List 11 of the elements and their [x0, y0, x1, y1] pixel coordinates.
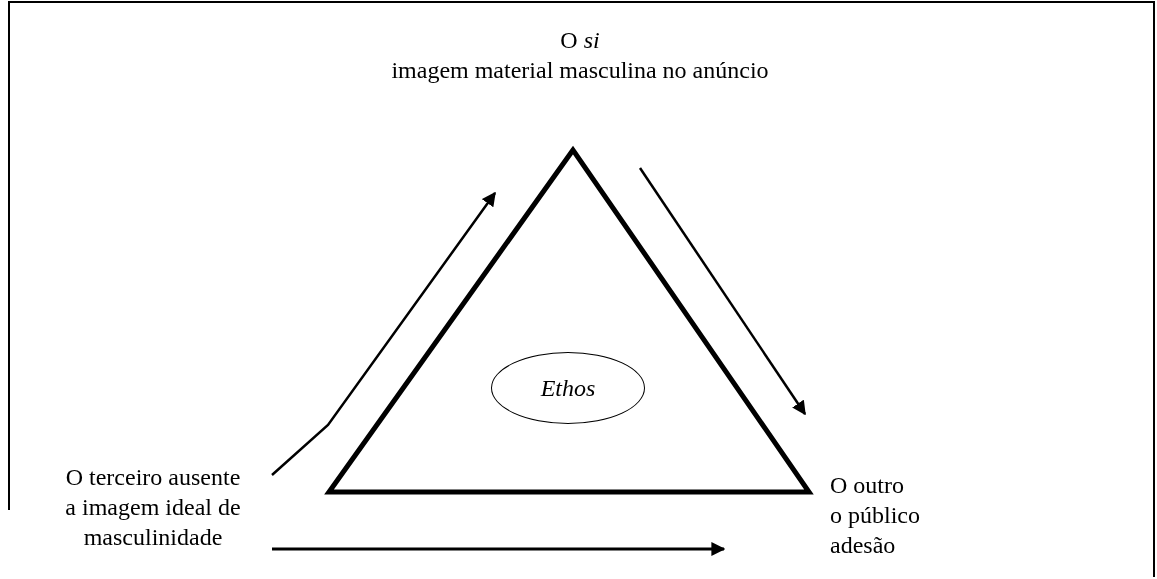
ellipse-label: Ethos	[540, 374, 596, 402]
node-text: adesão	[830, 531, 897, 560]
node-heading: O outro	[830, 471, 905, 500]
node-heading: O si	[559, 26, 601, 55]
arrow	[271, 191, 496, 476]
node-text: o público	[830, 501, 921, 530]
arrow	[272, 542, 726, 556]
node-heading: O terceiro ausente	[64, 463, 242, 492]
arrow	[638, 167, 807, 416]
node-text: a imagem ideal de masculinidade	[64, 493, 242, 552]
node-text: imagem material masculina no anúncio	[390, 56, 770, 85]
